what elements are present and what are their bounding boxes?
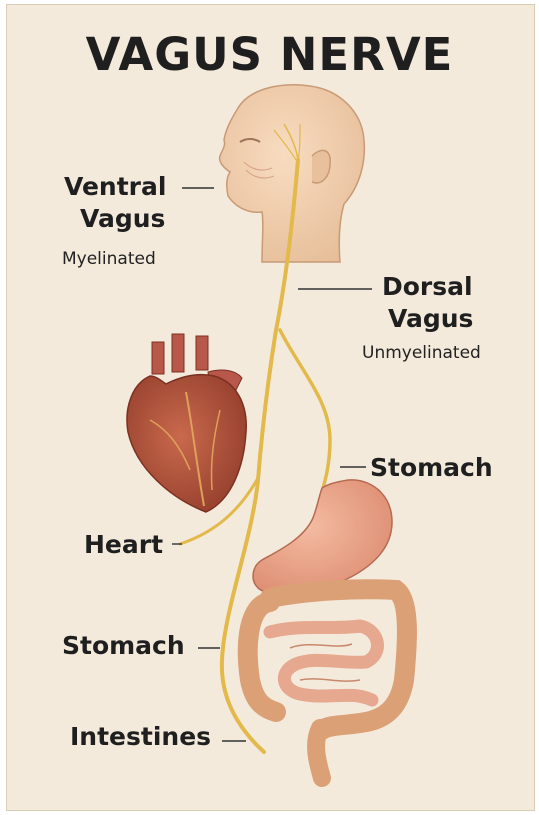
label-ventral-line2: Vagus (80, 204, 165, 233)
heart-illustration (127, 334, 246, 512)
label-dorsal-note: Unmyelinated (362, 343, 481, 363)
label-stomach-left: Stomach (62, 631, 185, 660)
label-intestines: Intestines (70, 722, 211, 751)
label-ventral-note: Myelinated (62, 249, 156, 269)
label-dorsal-line1: Dorsal (382, 272, 473, 301)
page-title: VAGUS NERVE (0, 28, 539, 81)
intestines-illustration (248, 589, 407, 778)
label-dorsal-line2: Vagus (388, 304, 473, 333)
label-ventral-line1: Ventral (64, 172, 166, 201)
label-stomach-right: Stomach (370, 453, 493, 482)
stomach-illustration (253, 480, 392, 595)
label-heart: Heart (84, 530, 163, 559)
